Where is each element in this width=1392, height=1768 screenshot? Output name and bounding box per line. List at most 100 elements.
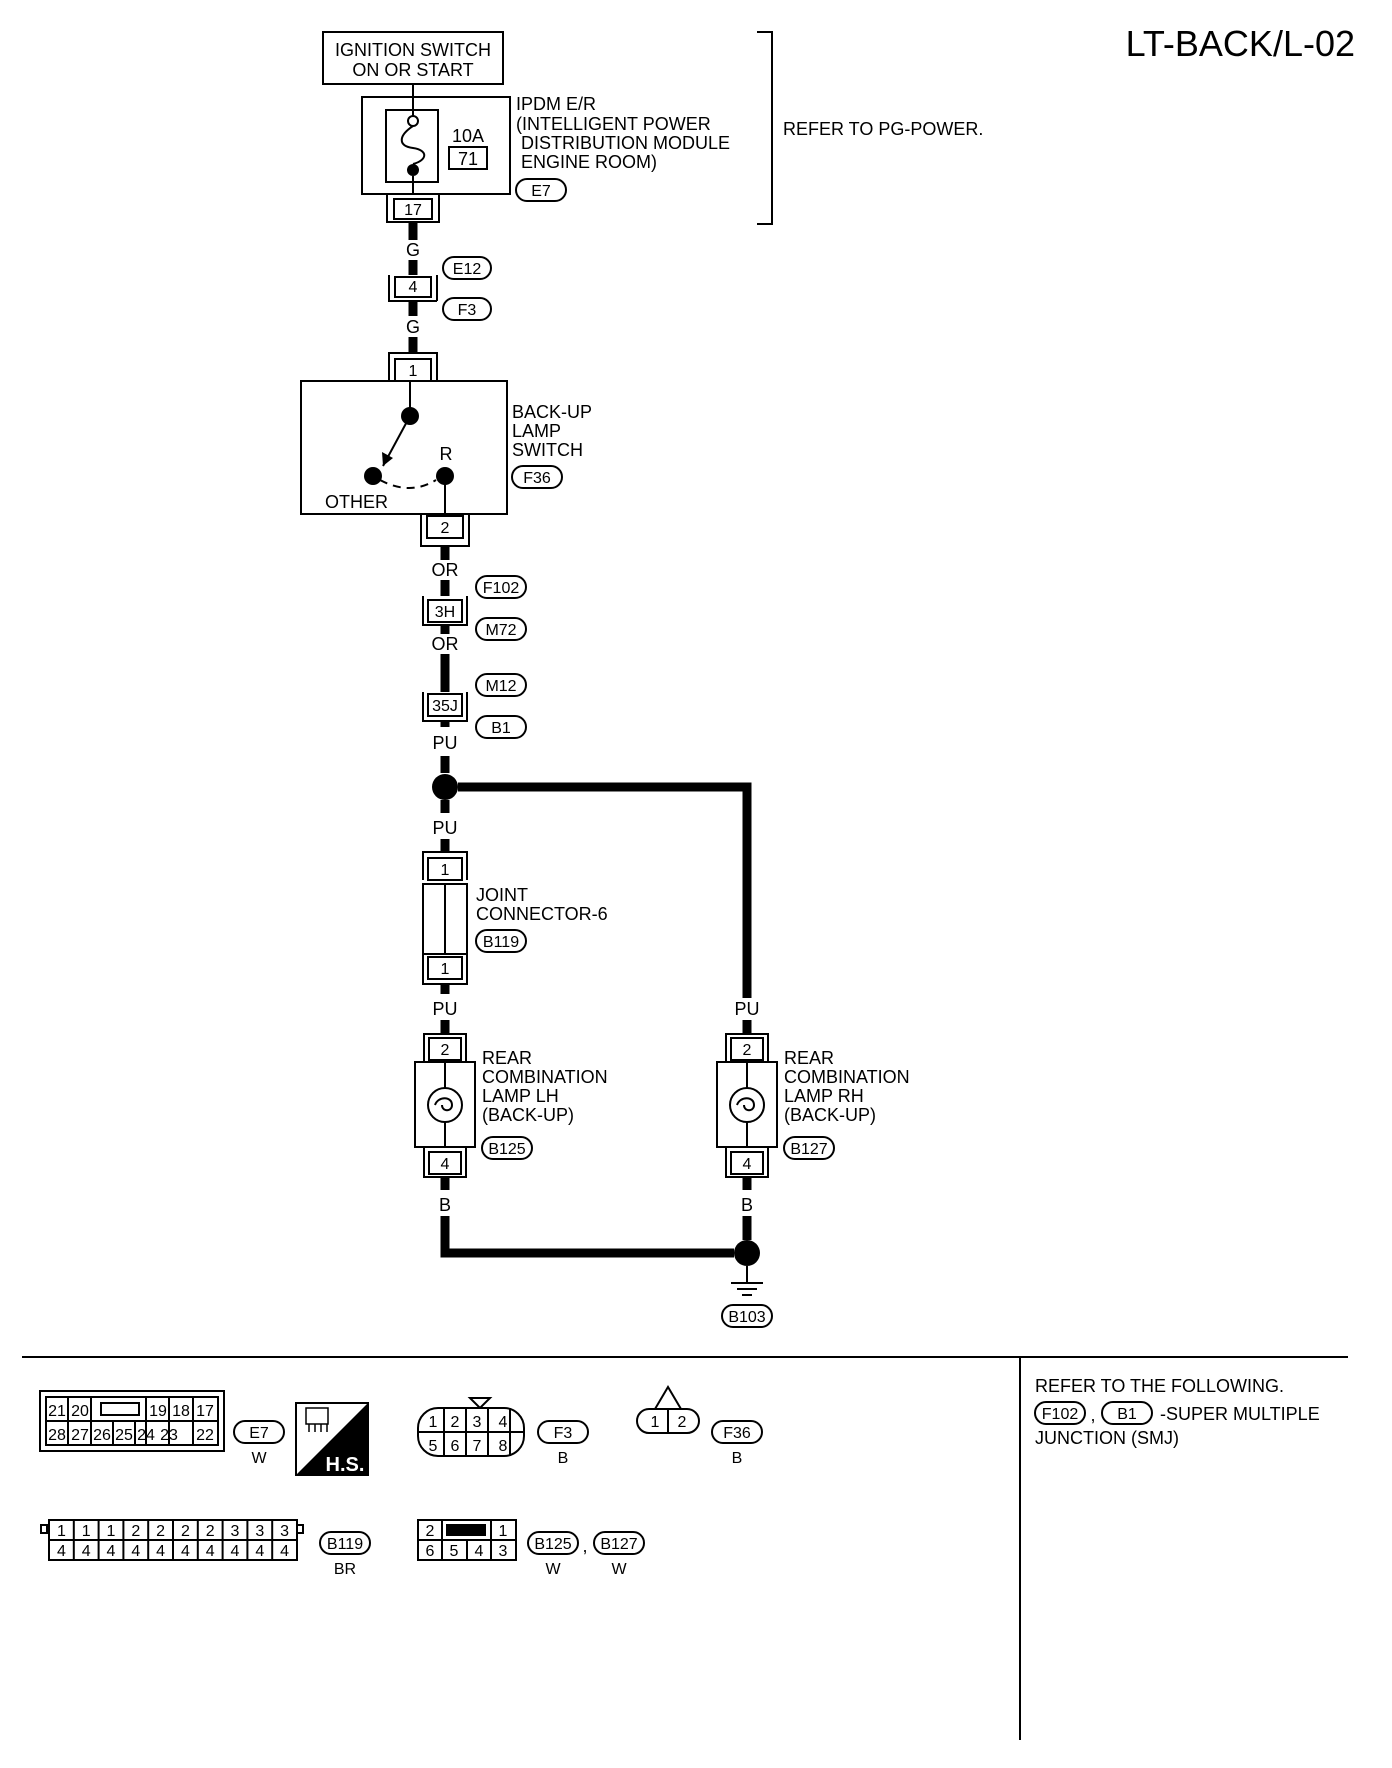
e7-r2-c7: 22 [196,1427,214,1444]
legend-b125-label: B125 [534,1536,571,1553]
lamp-lh-line3: LAMP LH [482,1086,559,1106]
m12-pin: 35J [432,698,458,715]
legend-b119-color: BR [334,1561,356,1578]
lamp-lh-connector-label: B125 [488,1141,525,1158]
wire-color-pu2: PU [432,818,457,838]
switch-label-line2: LAMP [512,421,561,441]
b119-pin: 4 [231,1543,240,1560]
lamp-rh-line4: (BACK-UP) [784,1105,876,1125]
legend-f36-color: B [732,1450,743,1467]
b119-pin: 4 [255,1543,264,1560]
b119-pin: 4 [82,1543,91,1560]
m12-label: M12 [485,678,516,695]
m72-label: M72 [485,622,516,639]
lamp-rh-pin-bottom: 4 [743,1156,752,1173]
f102-pin: 3H [435,604,455,621]
e7-r1-c1: 21 [48,1403,66,1420]
wire-color-b1: B [439,1195,451,1215]
refer-tail: -SUPER MULTIPLE [1160,1404,1320,1424]
e7-r2-c5: 24 [137,1427,155,1444]
ipdm-module: 10A 71 17 IPDM E/R (INTELLIGENT POWER DI… [361,84,730,223]
splice-point [432,774,458,800]
b119-pin: 4 [57,1543,66,1560]
b125-r1-c1: 2 [426,1523,435,1540]
legend-b127-label: B127 [600,1536,637,1553]
e7-r2-c6: 23 [160,1427,178,1444]
lamp-lh-line2: COMBINATION [482,1067,608,1087]
refer-bracket [757,31,773,225]
legend-b119-label: B119 [327,1536,363,1553]
legend-f36-label: F36 [723,1425,751,1442]
rear-combination-lamp-rh: 2 4 REAR COMBINATION LAMP RH (BACK-UP) B… [716,1033,910,1178]
legend-b125-color: W [545,1561,561,1578]
b119-pin: 3 [255,1523,264,1540]
b125-r2-c3: 4 [475,1543,484,1560]
e7-r2-c2: 27 [71,1427,89,1444]
b119-pin: 2 [131,1523,140,1540]
switch-position-r: R [440,444,453,464]
legend-e7-color: W [251,1450,267,1467]
b119-pin: 2 [206,1523,215,1540]
wire-color-g1: G [406,240,420,260]
f3-r2-c4: 8 [499,1438,508,1455]
switch-pin-in: 1 [409,363,418,380]
ground-connector-label: B103 [728,1309,765,1326]
legend-e7: 21 20 19 18 17 28 27 26 25 24 23 22 E7 W [39,1390,369,1476]
ground-symbol [731,1266,763,1296]
ipdm-connector-label: E7 [531,183,551,200]
b119-pin: 1 [107,1523,116,1540]
connector-f102-m72: 3H F102 M72 [422,575,527,641]
b119-pin: 2 [156,1523,165,1540]
legend-f3-color: B [558,1450,569,1467]
b119-pin: 3 [280,1523,289,1540]
wire-color-pu1: PU [432,733,457,753]
legend-f36: 1 2 F36 B [636,1385,763,1467]
connector-e12-f3: 4 E12 F3 [388,256,492,321]
diagram-id: LT-BACK/L-02 [1126,23,1355,64]
lamp-rh-line2: COMBINATION [784,1067,910,1087]
joint-connector-6: 1 1 JOINT CONNECTOR-6 B119 [422,851,608,985]
legend-b125-b127: 2 1 6 5 4 3 B125 , B127 W W [417,1519,645,1578]
switch-label-line3: SWITCH [512,440,583,460]
switch-label-line1: BACK-UP [512,402,592,422]
lamp-lh-line1: REAR [482,1048,532,1068]
e7-row2: 28 27 26 25 24 23 22 [48,1421,214,1445]
lamp-rh-connector-label: B127 [790,1141,827,1158]
e12-pin: 4 [409,279,418,296]
switch-position-other: OTHER [325,492,388,512]
wire-color-pu3: PU [432,999,457,1019]
rear-combination-lamp-lh: 2 4 REAR COMBINATION LAMP LH (BACK-UP) B… [414,1033,608,1178]
b119-pin: 1 [82,1523,91,1540]
legend-f3: 1 2 3 4 5 6 7 8 F3 B [417,1397,589,1467]
ignition-switch-line1: IGNITION SWITCH [335,40,491,60]
lamp-rh-line3: LAMP RH [784,1086,864,1106]
refer-f102: F102 [1042,1406,1079,1423]
f3-r2-c2: 6 [451,1438,460,1455]
f3-r2-c1: 5 [429,1438,438,1455]
refer-line1: REFER TO THE FOLLOWING. [1035,1376,1284,1396]
switch-connector-label: F36 [523,470,551,487]
ignition-switch-line2: ON OR START [352,60,473,80]
backup-lamp-switch: 1 R OTHER 2 BACK-UP LAMP SWITCH F36 [300,352,592,547]
f3-r1-c1: 1 [429,1414,438,1431]
lamp-lh-pin-top: 2 [441,1042,450,1059]
hs-connector-icon [305,1407,329,1432]
b119-pin: 4 [280,1543,289,1560]
b125-r2-c4: 3 [499,1543,508,1560]
fuse-number: 71 [458,149,478,169]
e7-r1-c4: 19 [149,1403,167,1420]
lamp-lh-line4: (BACK-UP) [482,1105,574,1125]
refer-line3: JUNCTION (SMJ) [1035,1428,1179,1448]
f3-r1-c3: 3 [473,1414,482,1431]
ipdm-line2: (INTELLIGENT POWER [516,114,711,134]
ipdm-line3: DISTRIBUTION MODULE [521,133,730,153]
b119-pin: 1 [57,1523,66,1540]
wire-color-pu4: PU [734,999,759,1019]
e7-r1-c2: 20 [71,1403,89,1420]
hs-badge: H.S. [326,1454,365,1476]
ipdm-pin: 17 [404,202,422,219]
wire-color-or2: OR [432,634,459,654]
ipdm-line1: IPDM E/R [516,94,596,114]
